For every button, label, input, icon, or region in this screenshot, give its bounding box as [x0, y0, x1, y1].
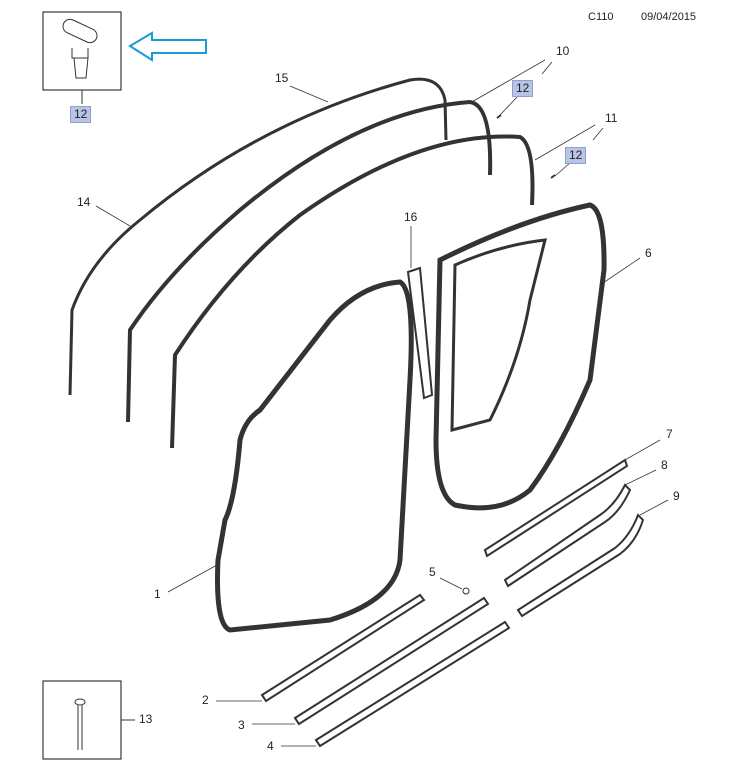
callout-16: 16: [404, 210, 418, 224]
leader-lines: [95, 59, 669, 747]
callout-13: 13: [139, 712, 153, 726]
part-6: [433, 202, 607, 511]
callout-4: 4: [267, 739, 274, 753]
diagram-date: 09/04/2015: [641, 11, 697, 23]
part-4: [314, 620, 511, 748]
part-2: [260, 593, 426, 703]
part-11: [170, 134, 535, 449]
callout-7: 7: [666, 427, 673, 441]
ref-badge-inset[interactable]: 12: [70, 106, 92, 123]
callout-9: 9: [673, 489, 680, 503]
ref-badge-near-11[interactable]: 12: [565, 147, 587, 164]
arrow-left-icon: [128, 31, 207, 62]
callout-14: 14: [77, 195, 91, 209]
part-9: [516, 513, 645, 618]
part-1: [215, 279, 414, 633]
callout-3: 3: [238, 718, 245, 732]
rivet-icon: [74, 698, 86, 750]
part-15: [68, 77, 448, 396]
part-8: [503, 483, 632, 588]
callout-8: 8: [661, 458, 668, 472]
diagram-code: C110: [588, 11, 614, 23]
part-3: [293, 596, 490, 726]
callout-2: 2: [202, 693, 209, 707]
ref-badge-near-10[interactable]: 12: [512, 80, 534, 97]
callout-6: 6: [645, 246, 652, 260]
part-7: [483, 458, 629, 558]
part-16: [406, 266, 434, 400]
callout-10: 10: [556, 44, 570, 58]
callout-15: 15: [275, 71, 289, 85]
callout-5: 5: [429, 565, 436, 579]
part-5: [462, 587, 470, 595]
clip-icon: [62, 18, 98, 79]
callout-11: 11: [605, 111, 618, 125]
part-10: [126, 99, 493, 423]
callout-1: 1: [154, 587, 161, 601]
